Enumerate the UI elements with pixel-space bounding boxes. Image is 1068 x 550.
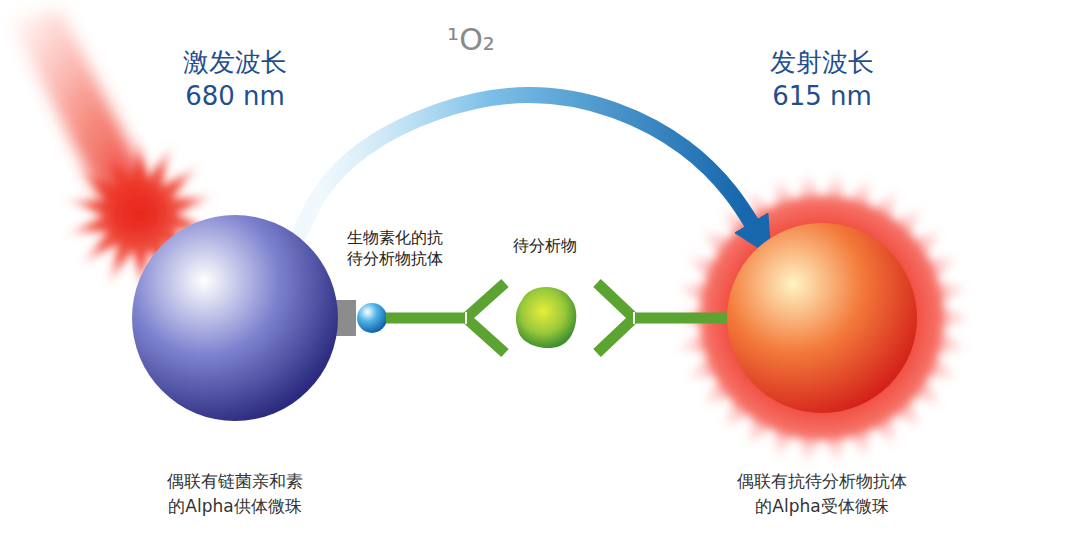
bead-shape (727, 223, 917, 413)
bead-caption: 偶联有链菌亲和素 的Alpha供体微珠 (160, 469, 310, 518)
antibody-hinge (633, 312, 635, 324)
biotin (357, 303, 387, 333)
antibody-right (597, 283, 730, 353)
glow-core (700, 196, 944, 440)
analyte-label: 待分析物 (500, 236, 590, 257)
acceptor-bead: 偶联有抗待分析物抗体 的Alpha受体微珠 (727, 223, 917, 413)
edge-label: ¹O₂ (431, 22, 511, 58)
antibody-label: 生物素化的抗 待分析物抗体 (343, 228, 447, 270)
donor-bead: 偶联有链菌亲和素 的Alpha供体微珠 (132, 215, 338, 421)
antibody-left (386, 283, 505, 353)
bead-shape (132, 215, 338, 421)
analyte (516, 287, 576, 348)
excitation-label: 激发波长 680 nm (170, 46, 300, 114)
singlet-oxygen-arrow (298, 95, 763, 243)
bead-circle (727, 223, 917, 413)
bead-caption: 偶联有抗待分析物抗体 的Alpha受体微珠 (732, 469, 912, 518)
emission-label: 发射波长 615 nm (757, 46, 887, 114)
bead-circle (132, 215, 338, 421)
antibody-hinge (465, 312, 467, 324)
